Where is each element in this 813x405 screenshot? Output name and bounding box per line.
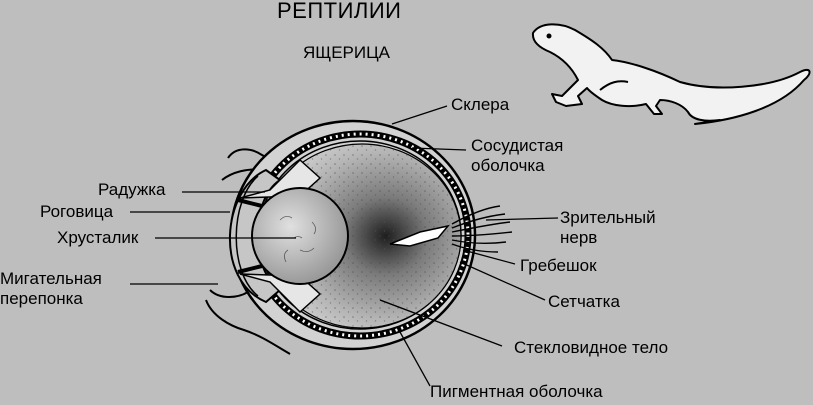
diagram-title: РЕПТИЛИИ <box>277 0 402 23</box>
label-optic-nerve: Зрительный нерв <box>560 208 656 247</box>
label-choroid: Сосудистая оболочка <box>471 136 564 175</box>
label-retina: Сетчатка <box>548 292 620 311</box>
label-sclera: Склера <box>451 95 510 114</box>
pecten <box>389 224 450 247</box>
label-vitreous-body: Стекловидное тело <box>514 338 669 357</box>
leader-lines <box>130 105 559 387</box>
label-nictitating-membrane: Мигательная перепонка <box>0 269 102 308</box>
label-lens: Хрусталик <box>57 228 139 247</box>
lizard-illustration <box>531 23 811 125</box>
label-pecten: Гребешок <box>520 256 597 275</box>
label-pigment-layer: Пигментная оболочка <box>430 382 603 401</box>
eye-cross-section <box>229 119 513 351</box>
diagram-subtitle: ЯЩЕРИЦА <box>303 43 391 62</box>
optic-nerve <box>451 205 513 253</box>
label-cornea: Роговица <box>40 202 114 221</box>
label-iris: Радужка <box>98 180 166 199</box>
